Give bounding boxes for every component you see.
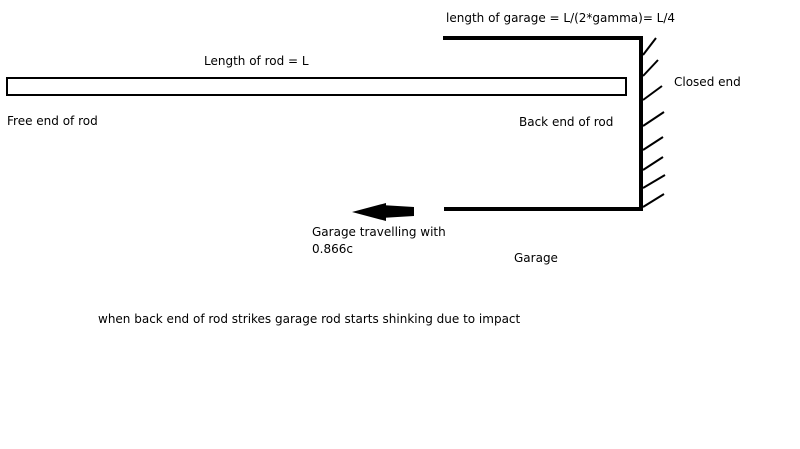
left-arrow-icon <box>352 203 414 221</box>
rod <box>6 77 627 96</box>
travel-label-line1: Garage travelling with <box>312 225 446 239</box>
travel-label: Garage travelling with 0.866c <box>312 224 462 258</box>
garage-label: Garage <box>514 251 558 265</box>
free-end-label: Free end of rod <box>7 114 98 128</box>
garage-length-label: length of garage = L/(2*gamma)= L/4 <box>446 11 676 25</box>
closed-end-label: Closed end <box>674 75 741 89</box>
back-end-label: Back end of rod <box>519 115 614 129</box>
travel-label-line2: 0.866c <box>312 242 353 256</box>
impact-note: when back end of rod strikes garage rod … <box>98 312 521 326</box>
rod-length-label: Length of rod = L <box>204 54 309 68</box>
closed-end-hatching <box>642 37 666 208</box>
